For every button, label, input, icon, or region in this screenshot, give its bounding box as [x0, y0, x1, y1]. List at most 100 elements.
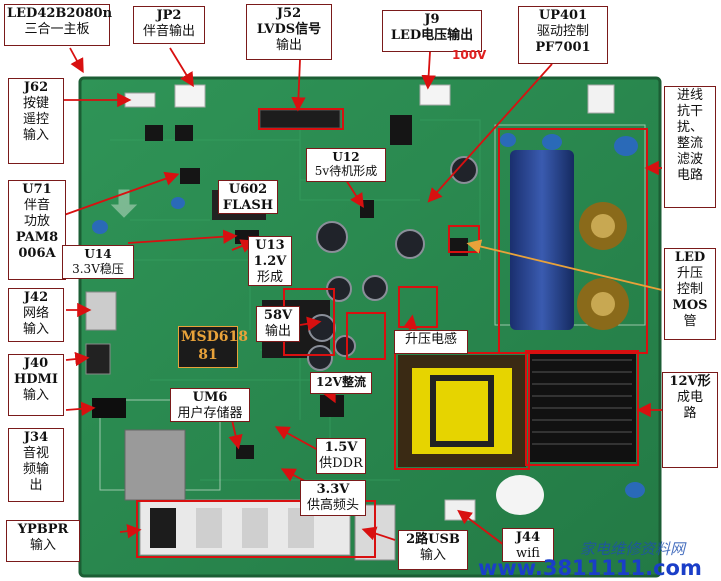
label-boost-inductor: 升压电感 — [394, 330, 468, 354]
label-58v-desc: 输出 — [264, 324, 291, 339]
label-led-mos-l2: 升压 — [676, 266, 703, 281]
label-1v5-desc: 供DDR — [319, 456, 363, 471]
mos-frame — [448, 225, 480, 253]
label-u14-desc: 3.3V稳压 — [72, 262, 124, 276]
boost-inductor-frame — [398, 286, 438, 328]
label-model-sub: 三合一主板 — [24, 22, 90, 37]
label-58v: 58V 输出 — [256, 306, 300, 342]
label-j42: J42 网络 输入 — [8, 288, 64, 342]
label-j42-id: J42 — [23, 290, 49, 305]
label-u13: U13 1.2V 形成 — [248, 236, 292, 286]
label-usb: 2路USB 输入 — [398, 530, 468, 570]
label-filter: 进线 抗干 扰、 整流 滤波 电路 — [664, 86, 716, 208]
label-usb-desc: 输入 — [419, 548, 446, 563]
label-boost-inductor-text: 升压电感 — [404, 332, 457, 347]
label-j9-id: J9 — [424, 12, 440, 27]
label-j62-id: J62 — [23, 80, 49, 95]
label-jp2-id: JP2 — [156, 8, 182, 23]
label-1v5: 1.5V 供DDR — [316, 438, 366, 474]
label-filter-l2: 抗干 — [676, 104, 703, 119]
label-j62-l3: 遥控 — [22, 112, 49, 127]
label-u71-l4: PAM8 — [15, 230, 59, 245]
label-j52-id: J52 — [276, 6, 302, 21]
label-j52-desc2: 输出 — [275, 38, 302, 53]
mark-100v: 100V — [452, 48, 487, 62]
label-j40-l2: HDMI — [13, 372, 59, 387]
label-filter-l1: 进线 — [676, 88, 703, 103]
label-12v-rect: 12V整流 — [310, 372, 372, 394]
label-j44-id: J44 — [515, 530, 541, 545]
label-led-mos-l5: 管 — [683, 314, 697, 329]
label-j44: J44 wifi — [502, 528, 554, 562]
label-ypbpr-desc: 输入 — [29, 538, 56, 553]
label-3v3: 3.3V 供高频头 — [300, 480, 366, 516]
label-up401-desc: 驱动控制 — [536, 24, 589, 39]
label-um6-desc: 用户存储器 — [177, 406, 243, 421]
label-up401: UP401 驱动控制 PF7001 — [518, 6, 608, 64]
label-model: LED42B2080n 三合一主板 — [4, 4, 113, 46]
label-ypbpr-id: YPBPR — [17, 522, 69, 537]
label-um6: UM6 用户存储器 — [170, 388, 250, 422]
label-msd-l2: 81 — [198, 347, 218, 363]
label-u71: U71 伴音 功放 PAM8 006A — [8, 180, 66, 280]
label-led-mos-l4: MOS — [672, 298, 708, 313]
label-u71-l5: 006A — [18, 246, 56, 261]
label-jp2: JP2 伴音输出 — [133, 6, 205, 44]
label-j34-l4: 出 — [29, 478, 43, 493]
label-u602-id: U602 — [228, 182, 268, 197]
label-up401-id: UP401 — [538, 8, 588, 23]
label-j62-l2: 按键 — [22, 96, 49, 111]
label-j9: J9 LED电压输出 — [382, 10, 482, 52]
label-3v3-desc: 供高频头 — [306, 498, 359, 513]
label-u71-id: U71 — [22, 182, 52, 197]
label-u14-id: U14 — [84, 247, 112, 261]
label-j52-desc: LVDS信号 — [256, 22, 322, 37]
label-3v3-v: 3.3V — [316, 482, 350, 497]
label-j40: J40 HDMI 输入 — [8, 354, 64, 416]
label-j34-l2: 音视 — [22, 446, 49, 461]
label-12v-circuit-l1: 12V形 — [669, 374, 711, 389]
label-model-title: LED42B2080n — [7, 6, 113, 21]
label-j34: J34 音视 频输 出 — [8, 428, 64, 502]
label-filter-l4: 整流 — [676, 136, 703, 151]
label-j42-l3: 输入 — [22, 322, 49, 337]
label-j42-l2: 网络 — [22, 306, 49, 321]
filter-frame — [498, 128, 648, 354]
label-j34-id: J34 — [23, 430, 49, 445]
rectifier-frame — [346, 312, 386, 360]
label-u12: U12 5v待机形成 — [306, 148, 386, 182]
label-12v-circuit-l2: 成电 — [676, 390, 703, 405]
label-um6-id: UM6 — [192, 390, 228, 405]
label-u14: U14 3.3V稳压 — [62, 245, 134, 279]
label-filter-l3: 扰、 — [676, 120, 703, 135]
label-j52: J52 LVDS信号 输出 — [246, 4, 332, 60]
label-u12-id: U12 — [332, 150, 360, 164]
watermark-cn: 家电维修资料网 — [580, 540, 686, 558]
label-ypbpr: YPBPR 输入 — [6, 520, 80, 562]
label-filter-l5: 滤波 — [676, 152, 703, 167]
label-led-mos-l3: 控制 — [676, 282, 703, 297]
label-u71-l3: 功放 — [23, 214, 50, 229]
label-j9-desc: LED电压输出 — [390, 28, 474, 43]
label-u602: U602 FLASH — [218, 180, 278, 214]
label-12v-rect-text: 12V整流 — [315, 375, 366, 389]
label-j34-l3: 频输 — [22, 462, 49, 477]
label-up401-part: PF7001 — [535, 40, 591, 55]
label-msd-l1: MSD618 — [181, 329, 248, 345]
label-msd: MSD618 81 — [178, 326, 248, 368]
label-filter-l6: 电路 — [676, 168, 703, 183]
label-u71-l2: 伴音 — [23, 198, 50, 213]
label-1v5-v: 1.5V — [324, 440, 358, 455]
label-usb-id: 2路USB — [406, 532, 460, 547]
label-j40-id: J40 — [23, 356, 49, 371]
label-u13-desc: 形成 — [256, 270, 283, 285]
watermark-site: www.3811111.com — [478, 556, 702, 580]
label-j44-desc: wifi — [516, 546, 540, 561]
label-58v-id: 58V — [263, 308, 293, 323]
label-u12-desc: 5v待机形成 — [314, 164, 378, 178]
label-12v-circuit: 12V形 成电 路 — [662, 372, 718, 468]
label-u13-v: 1.2V — [253, 254, 287, 269]
label-j62: J62 按键 遥控 输入 — [8, 78, 64, 164]
